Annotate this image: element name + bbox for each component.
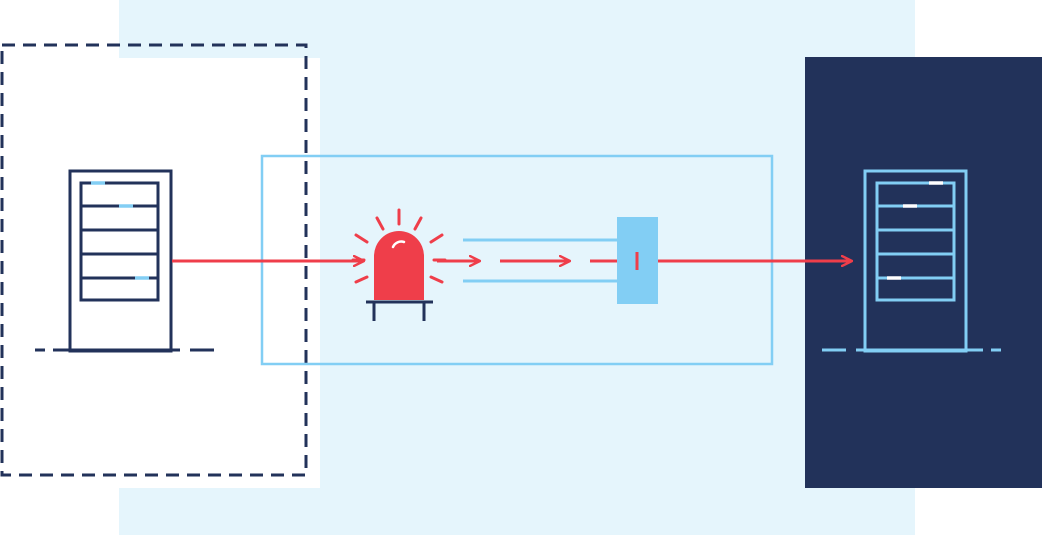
channel-lines — [463, 238, 617, 283]
destination-panel — [805, 57, 1042, 488]
source-boundary — [0, 43, 308, 477]
source-area-background — [0, 58, 320, 488]
siren-alarm-icon — [351, 208, 447, 321]
